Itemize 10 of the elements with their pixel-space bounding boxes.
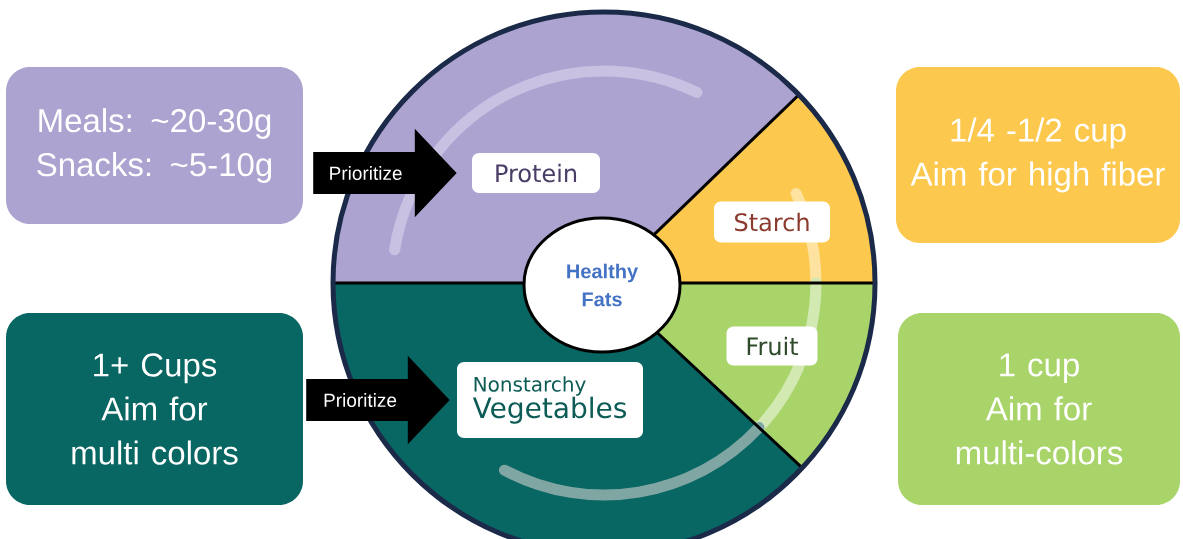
info-box: 1/4 -1/2 cup Aim for high fiber xyxy=(896,67,1180,243)
info-box: 1 cup Aim for multi-colors xyxy=(898,313,1180,505)
food-label: Protein xyxy=(472,153,600,193)
food-label: Starch xyxy=(714,201,830,243)
food-label: Fruit xyxy=(726,326,818,366)
edge-label: Prioritize xyxy=(327,165,404,181)
info-box: Meals: ~20-30g Snacks: ~5-10g xyxy=(6,67,303,224)
edge-label: Prioritize xyxy=(322,392,398,408)
food-label: Nonstarchy Vegetables xyxy=(457,362,643,438)
info-box: 1+ Cups Aim for multi colors xyxy=(6,313,303,505)
